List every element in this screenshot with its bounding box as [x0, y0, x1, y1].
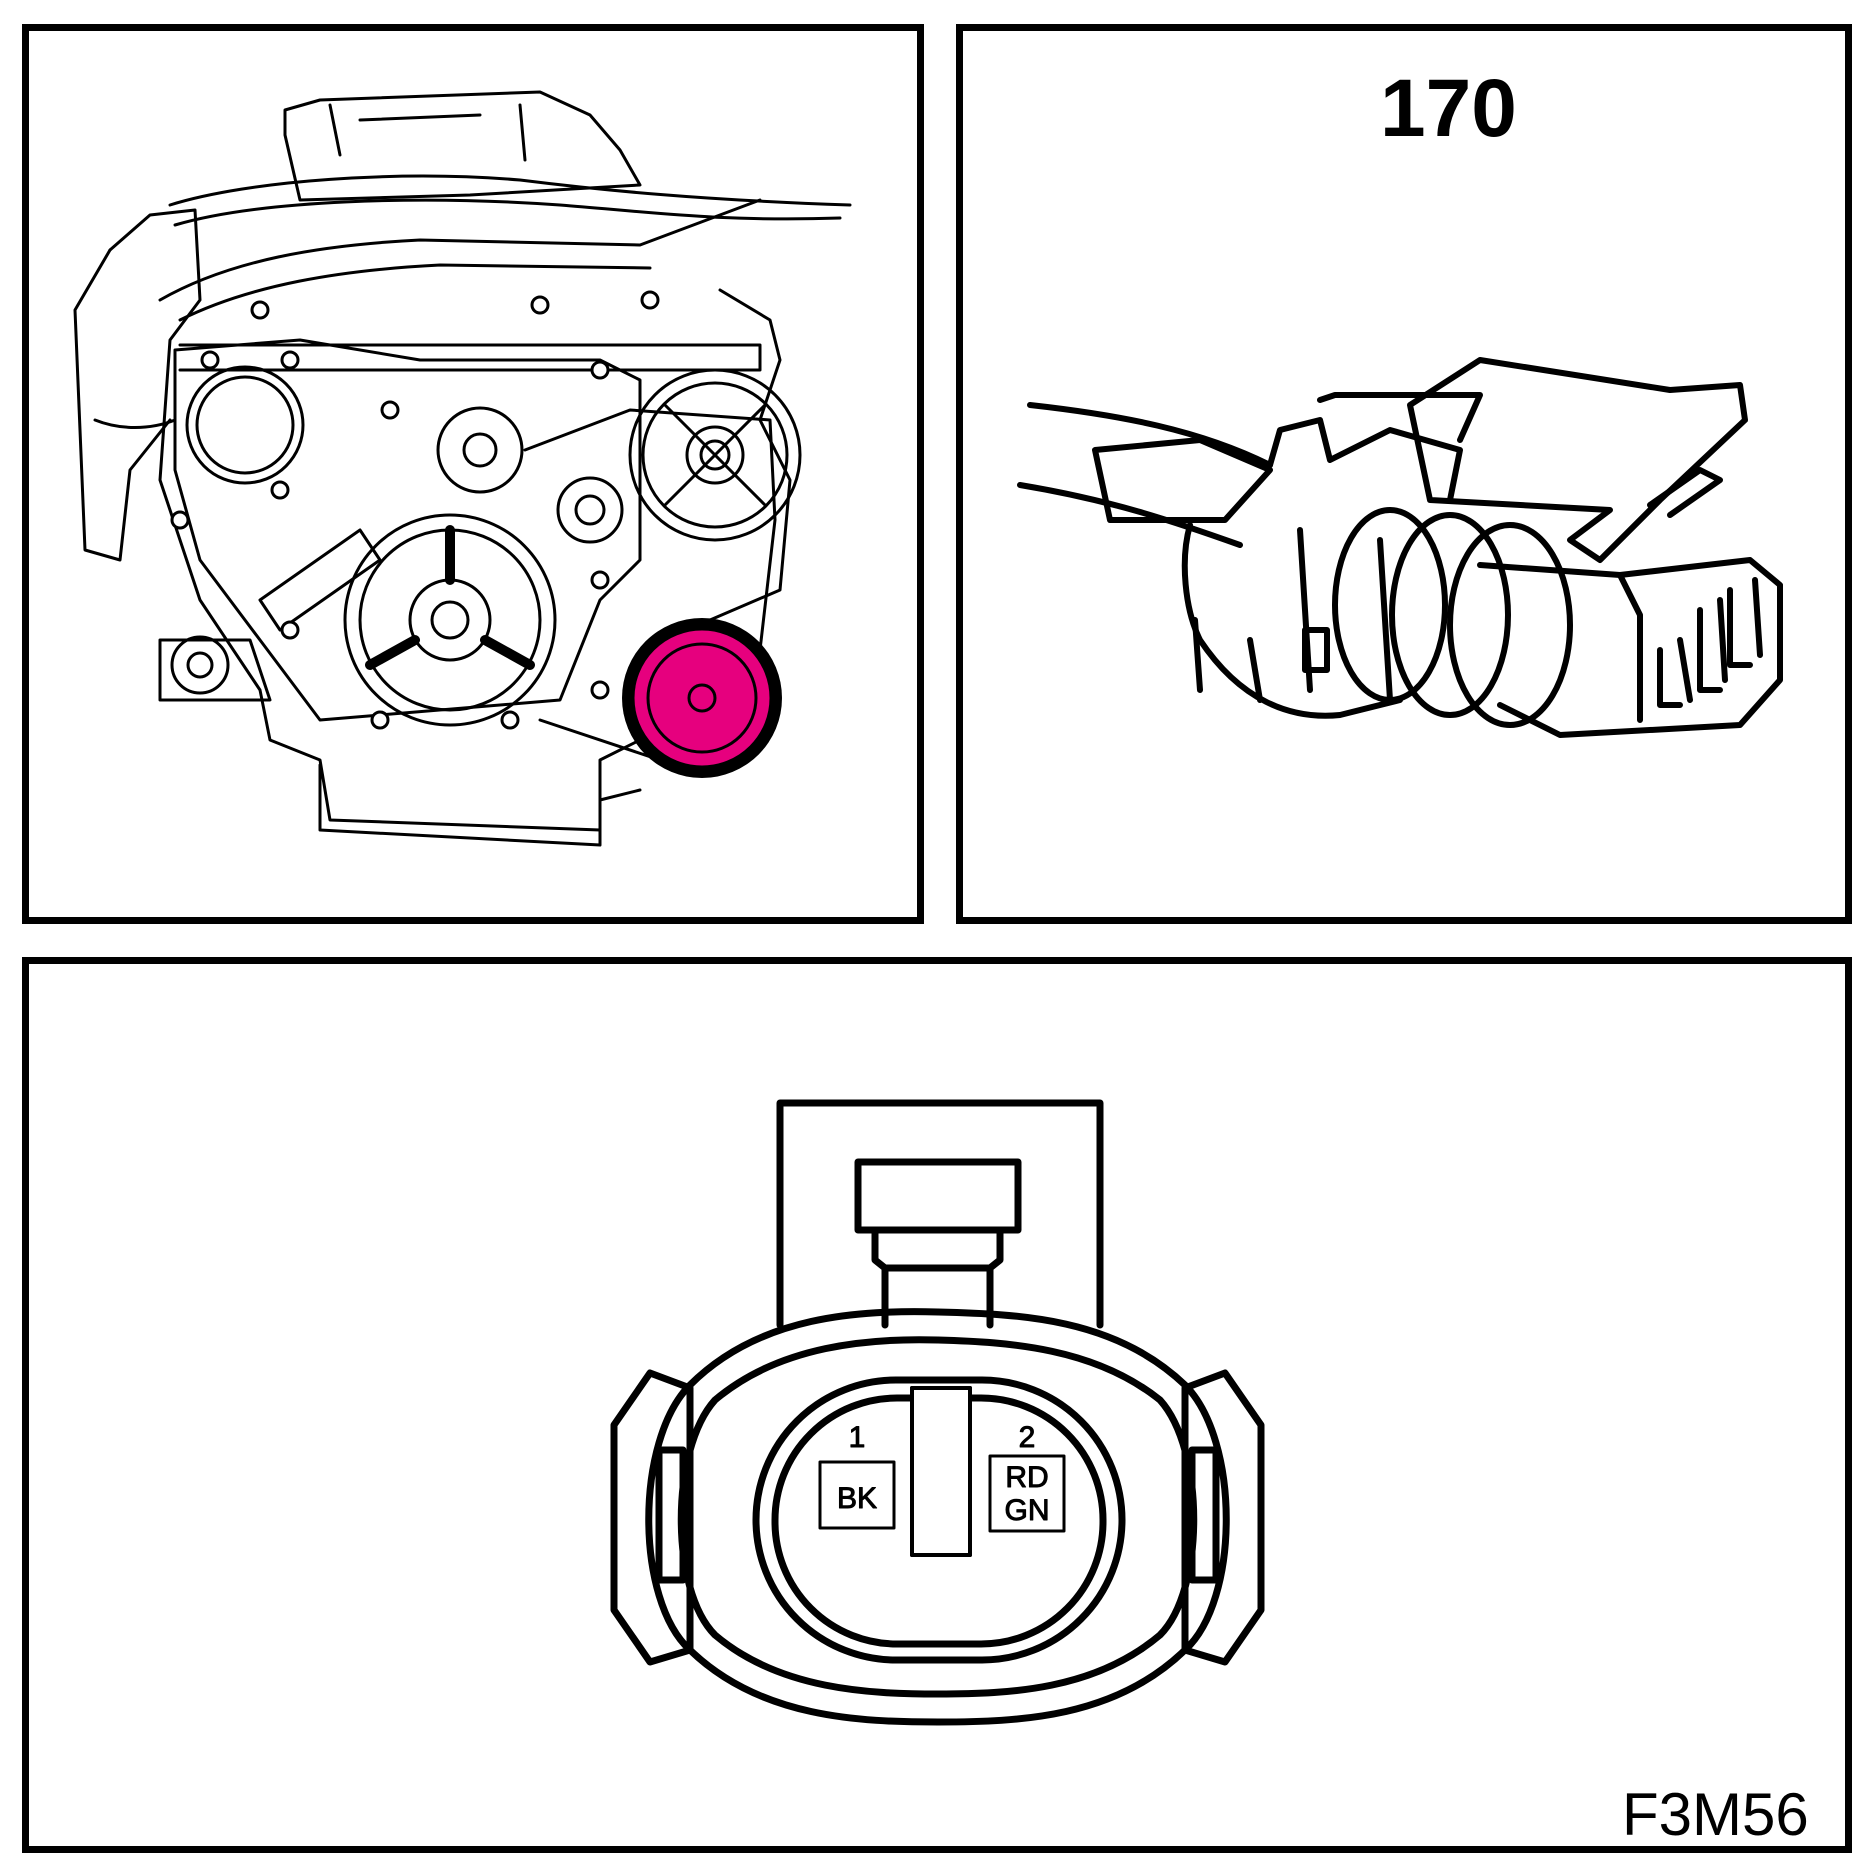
lock-housing	[776, 1099, 1104, 1329]
sensor-arm	[258, 528, 382, 632]
engine-left-detail	[93, 418, 177, 429]
timing-cover	[173, 338, 642, 722]
highlighted-component-ring	[646, 642, 758, 754]
middle-body-top	[1317, 392, 1483, 443]
tensioner-pulley	[436, 406, 524, 494]
engine-left-housing	[73, 248, 172, 562]
alternator-spokes	[663, 403, 767, 507]
pin-2-cavity	[988, 1454, 1066, 1533]
alternator-pulley	[628, 368, 802, 542]
connector-face-outer	[752, 1376, 1126, 1664]
terminal-cavities	[1677, 577, 1763, 703]
fuel-line-1	[168, 174, 852, 207]
lock-tab	[1302, 627, 1330, 673]
inner-shell	[677, 1336, 1198, 1698]
alternator-pulley-inner	[641, 381, 789, 529]
engine-top-cover	[283, 90, 642, 202]
lock-tongue	[871, 1226, 1004, 1329]
lock-window	[854, 1158, 1022, 1234]
camshaft-pulley	[185, 365, 305, 485]
middle-body	[1267, 417, 1463, 503]
front-body-edge	[1617, 572, 1643, 723]
crankshaft-spokes	[365, 525, 535, 670]
idler-hub	[574, 494, 606, 526]
front-body	[1477, 557, 1783, 738]
center-divider-edge	[910, 1386, 972, 1557]
right-latch	[1181, 1369, 1265, 1666]
left-bracket-boss	[170, 635, 230, 695]
rear-housing-detail	[1192, 617, 1263, 703]
wire-2	[1017, 482, 1243, 548]
crankshaft-center	[430, 600, 470, 640]
highlighted-component-center	[687, 683, 717, 713]
wire-seal	[1092, 437, 1273, 523]
tensioner-hub	[462, 432, 498, 468]
fuel-line-2	[173, 198, 842, 227]
pin-2-wire-color-2: GN	[1005, 1494, 1050, 1527]
connector-number: 170	[1380, 63, 1517, 154]
idler-pulley	[556, 476, 624, 544]
left-bracket-hole	[186, 651, 214, 679]
oil-pan	[318, 763, 642, 847]
pin-1-cavity	[818, 1460, 896, 1530]
pin-2-number: 2	[1019, 1421, 1036, 1454]
left-latch	[610, 1369, 694, 1666]
pin-1-number: 1	[849, 1421, 866, 1454]
left-bracket	[158, 638, 272, 702]
seal-ring-2	[1389, 512, 1511, 718]
left-latch-slot	[655, 1446, 687, 1584]
seal-ring-3	[1447, 522, 1573, 728]
latch-slot	[1647, 467, 1723, 518]
pin-1-wire-color: BK	[837, 1482, 877, 1515]
middle-body-sides	[1297, 527, 1393, 703]
wire-1	[1027, 402, 1273, 468]
crankshaft-pulley	[343, 513, 557, 727]
right-latch-slot	[1188, 1446, 1220, 1584]
cylinder-head-edge	[178, 343, 762, 372]
alternator-hub	[685, 425, 745, 485]
camshaft-pulley-inner	[195, 375, 295, 475]
fuel-line-3	[158, 198, 762, 302]
terminals	[1657, 587, 1753, 708]
seal-ring-1	[1332, 507, 1448, 703]
center-divider	[910, 1386, 972, 1557]
engine-cover-detail	[328, 103, 527, 162]
alternator-center	[699, 439, 731, 471]
rear-housing	[1181, 522, 1403, 719]
fuel-line-4	[178, 263, 652, 322]
figure-id: F3M56	[1622, 1781, 1809, 1848]
pin-2-wire-color-1: RD	[1005, 1461, 1048, 1494]
